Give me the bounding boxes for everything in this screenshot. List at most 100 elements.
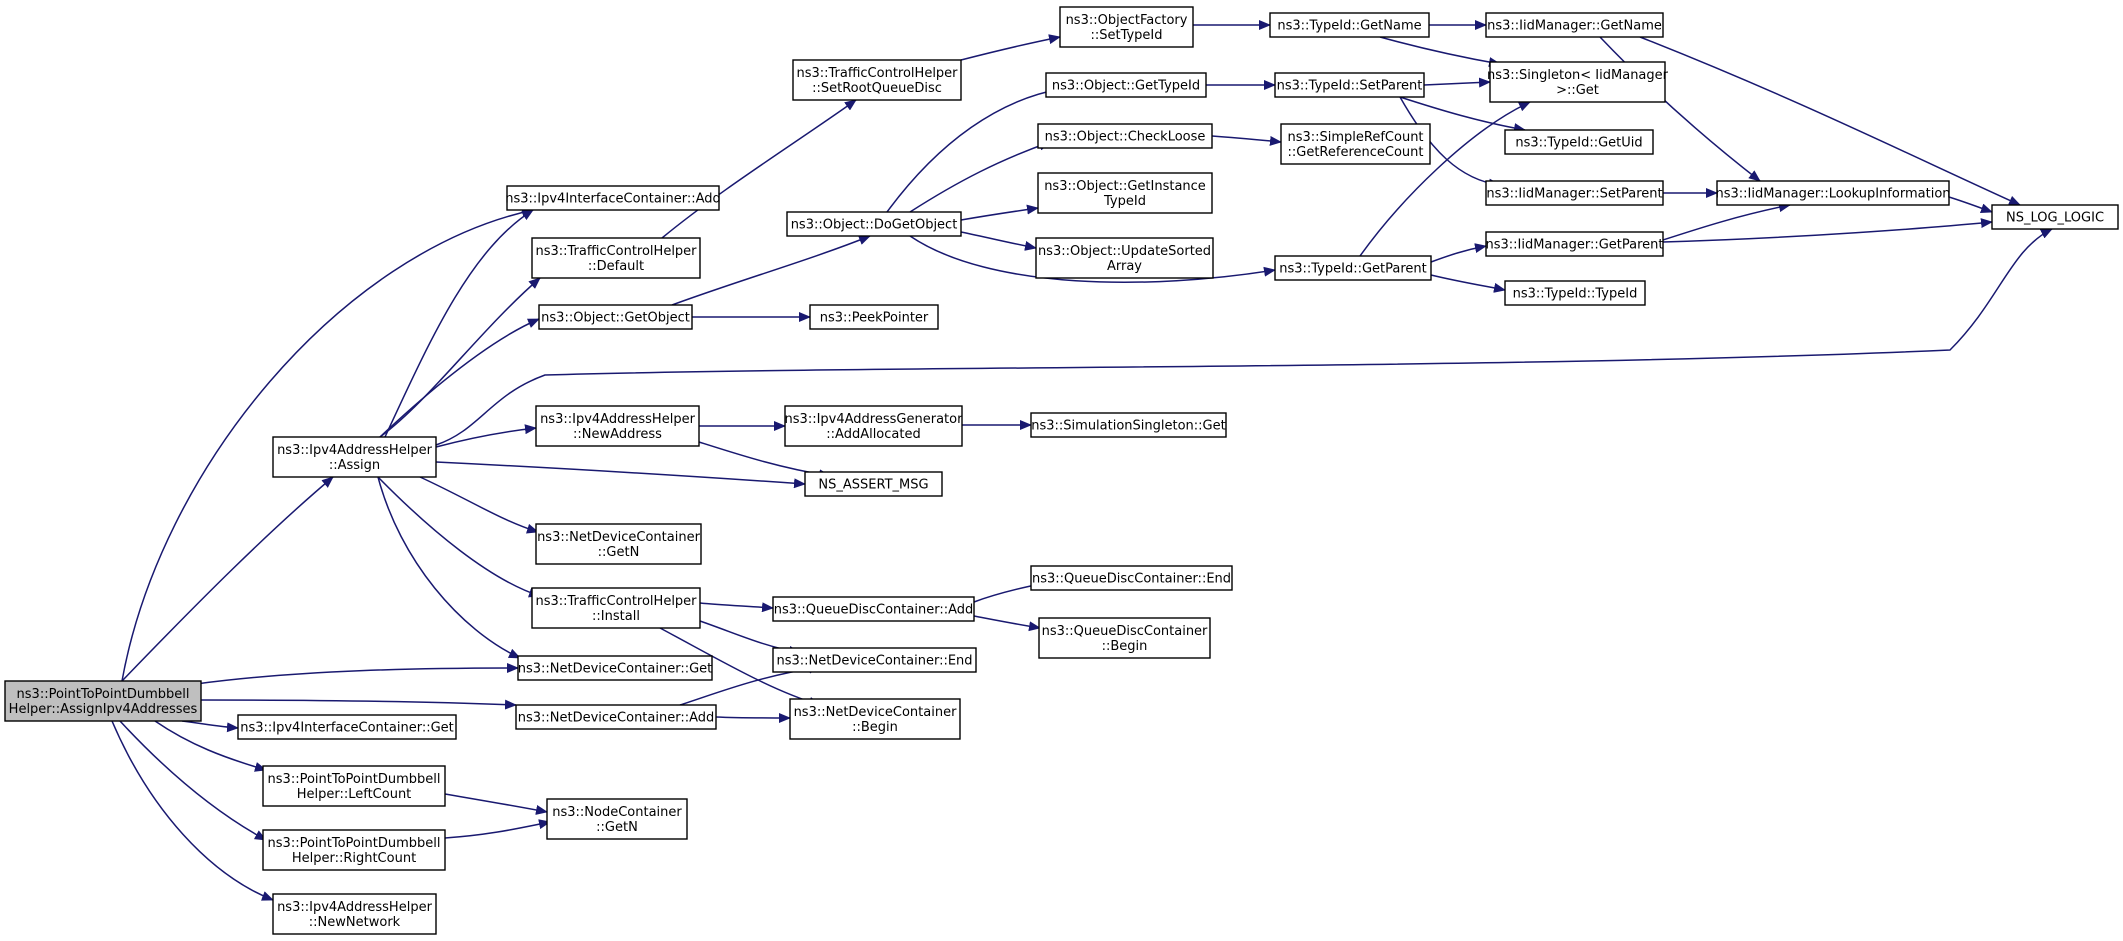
node-label: ns3::Object::GetObject (541, 311, 690, 326)
edge-iidmgr_getname-to-iidmgr_lookupinfo (1599, 36, 1761, 182)
node-nodecont_getn[interactable]: ns3::NodeContainer::GetN (546, 798, 688, 840)
node-typeid_getuid[interactable]: ns3::TypeId::GetUid (1504, 129, 1654, 155)
node-typeid_setparent[interactable]: ns3::TypeId::SetParent (1274, 72, 1425, 98)
node-label: ns3::TrafficControlHelper (535, 594, 697, 609)
node-box (1716, 180, 1950, 206)
node-label: ns3::NetDeviceContainer (794, 705, 958, 720)
node-label: ::SetRootQueueDisc (812, 81, 942, 96)
node-netdev_get[interactable]: ns3::NetDeviceContainer::Get (517, 655, 713, 681)
edge-ipv4addr_assign-to-ipv4addr_newaddress (435, 424, 537, 448)
node-label: ns3::QueueDiscContainer (1042, 624, 1208, 639)
node-box (786, 211, 962, 237)
node-label: ns3::PeekPointer (820, 311, 929, 326)
node-label: ns3::Ipv4InterfaceContainer::Get (240, 721, 454, 736)
edge-ipv4addr_newaddress-to-ns_assert_msg (698, 441, 831, 480)
node-label: Helper::LeftCount (297, 787, 412, 802)
edge-root-to-ipv4addr_newnetwork (111, 720, 274, 901)
node-qdc_end[interactable]: ns3::QueueDiscContainer::End (1030, 565, 1233, 591)
node-label: ns3::NodeContainer (552, 805, 682, 820)
node-box (809, 304, 939, 330)
node-box (1045, 72, 1207, 98)
node-ipv4gen_addalloc[interactable]: ns3::Ipv4AddressGenerator::AddAllocated (784, 405, 964, 447)
node-obj_dogetobject[interactable]: ns3::Object::DoGetObject (786, 211, 962, 237)
node-ipv4addr_assign[interactable]: ns3::Ipv4AddressHelper::Assign (272, 436, 437, 478)
node-label: ::Begin (1102, 639, 1148, 654)
node-ipv4iface_add[interactable]: ns3::Ipv4InterfaceContainer::Add (505, 185, 721, 211)
node-box (1035, 237, 1214, 279)
node-box (535, 523, 702, 565)
edge-obj_dogetobject-to-obj_getinstancetypeid (960, 204, 1039, 221)
edge-p2p_rightcount-to-nodecont_getn (444, 819, 551, 839)
node-iidmgr_getparent[interactable]: ns3::IidManager::GetParent (1485, 231, 1664, 257)
node-netdev_getn[interactable]: ns3::NetDeviceContainer::GetN (535, 523, 702, 565)
edge-ipv4addr_assign-to-netdev_getn (419, 476, 539, 534)
node-p2p_leftcount[interactable]: ns3::PointToPointDumbbellHelper::LeftCou… (262, 765, 446, 807)
node-simplerefcount_getref[interactable]: ns3::SimpleRefCount::GetReferenceCount (1280, 123, 1431, 165)
node-box (517, 655, 713, 681)
edge-iidmgr_getname-to-ns_log_logic (1639, 36, 2021, 206)
node-ipv4addr_newnetwork[interactable]: ns3::Ipv4AddressHelper::NewNetwork (272, 893, 437, 935)
node-box (262, 765, 446, 807)
node-iidmgr_setparent[interactable]: ns3::IidManager::SetParent (1485, 180, 1664, 206)
node-label: ns3::NetDeviceContainer::End (776, 654, 972, 669)
node-box (1274, 255, 1432, 281)
node-singleton_get[interactable]: ns3::Singleton< IidManager >::Get (1487, 61, 1669, 103)
node-obj_gettypeid[interactable]: ns3::Object::GetTypeId (1045, 72, 1207, 98)
node-box (1274, 72, 1425, 98)
edge-root-to-p2p_rightcount (119, 720, 267, 841)
node-iidmgr_lookupinfo[interactable]: ns3::IidManager::LookupInformation (1715, 180, 1951, 206)
node-box (1489, 61, 1666, 103)
node-label: ns3::TrafficControlHelper (535, 244, 697, 259)
node-box (4, 680, 202, 722)
edge-obj_checkloose-to-simplerefcount_getref (1211, 135, 1282, 146)
node-ipv4iface_get[interactable]: ns3::Ipv4InterfaceContainer::Get (237, 714, 457, 740)
node-tch_setroot[interactable]: ns3::TrafficControlHelper::SetRootQueueD… (792, 59, 962, 101)
node-box (535, 405, 700, 447)
node-qdc_begin[interactable]: ns3::QueueDiscContainer::Begin (1038, 617, 1211, 659)
edge-ipv4addr_assign-to-ns_log_logic (435, 228, 2053, 446)
node-label: ::Assign (329, 458, 380, 473)
node-box (1280, 123, 1431, 165)
node-peekpointer[interactable]: ns3::PeekPointer (809, 304, 939, 330)
node-label: ns3::TrafficControlHelper (796, 66, 958, 81)
node-obj_checkloose[interactable]: ns3::Object::CheckLoose (1037, 123, 1213, 149)
node-typeid_getname[interactable]: ns3::TypeId::GetName (1269, 12, 1430, 38)
node-simsingleton_get[interactable]: ns3::SimulationSingleton::Get (1030, 412, 1227, 438)
node-p2p_rightcount[interactable]: ns3::PointToPointDumbbellHelper::RightCo… (262, 829, 446, 871)
node-box (1030, 565, 1233, 591)
node-obj_getobject[interactable]: ns3::Object::GetObject (538, 304, 693, 330)
node-qdc_add[interactable]: ns3::QueueDiscContainer::Add (772, 596, 975, 622)
node-tch_install[interactable]: ns3::TrafficControlHelper::Install (531, 587, 701, 629)
node-box (1269, 12, 1430, 38)
node-tch_default[interactable]: ns3::TrafficControlHelper::Default (531, 237, 701, 279)
node-ns_log_logic[interactable]: NS_LOG_LOGIC (1991, 204, 2119, 230)
edge-typeid_setparent-to-singleton_get (1423, 77, 1491, 88)
node-box (1059, 6, 1194, 48)
node-label: Array (1107, 259, 1142, 274)
node-label: ns3::PointToPointDumbbell (268, 772, 441, 787)
node-label: NS_LOG_LOGIC (2006, 211, 2104, 226)
node-typeid_getparent[interactable]: ns3::TypeId::GetParent (1274, 255, 1432, 281)
node-box (506, 185, 720, 211)
node-iidmgr_getname[interactable]: ns3::IidManager::GetName (1485, 12, 1664, 38)
node-label: ns3::NetDeviceContainer (537, 530, 701, 545)
node-root[interactable]: ns3::PointToPointDumbbellHelper::AssignI… (4, 680, 202, 722)
node-label: ns3::TypeId::GetName (1277, 19, 1421, 34)
node-netdev_end[interactable]: ns3::NetDeviceContainer::End (772, 647, 977, 673)
edge-typeid_getparent-to-iidmgr_getparent (1430, 243, 1487, 263)
edge-typeid_getparent-to-typeid_typeid (1430, 274, 1506, 293)
node-label: ns3::IidManager::GetParent (1485, 238, 1663, 253)
node-label: ::NewAddress (573, 427, 662, 442)
node-ipv4addr_newaddress[interactable]: ns3::Ipv4AddressHelper::NewAddress (535, 405, 700, 447)
node-netdev_add[interactable]: ns3::NetDeviceContainer::Add (515, 704, 717, 730)
node-label: NS_ASSERT_MSG (818, 478, 928, 493)
node-ns_assert_msg[interactable]: NS_ASSERT_MSG (804, 471, 943, 497)
node-netdev_begin[interactable]: ns3::NetDeviceContainer::Begin (789, 698, 961, 740)
edge-tch_setroot-to-objfactory_settypeid (960, 34, 1061, 61)
node-objfactory_settypeid[interactable]: ns3::ObjectFactory::SetTypeId (1059, 6, 1194, 48)
node-typeid_typeid[interactable]: ns3::TypeId::TypeId (1504, 280, 1646, 306)
node-label: ns3::NetDeviceContainer::Add (518, 711, 715, 726)
node-box (546, 798, 688, 840)
